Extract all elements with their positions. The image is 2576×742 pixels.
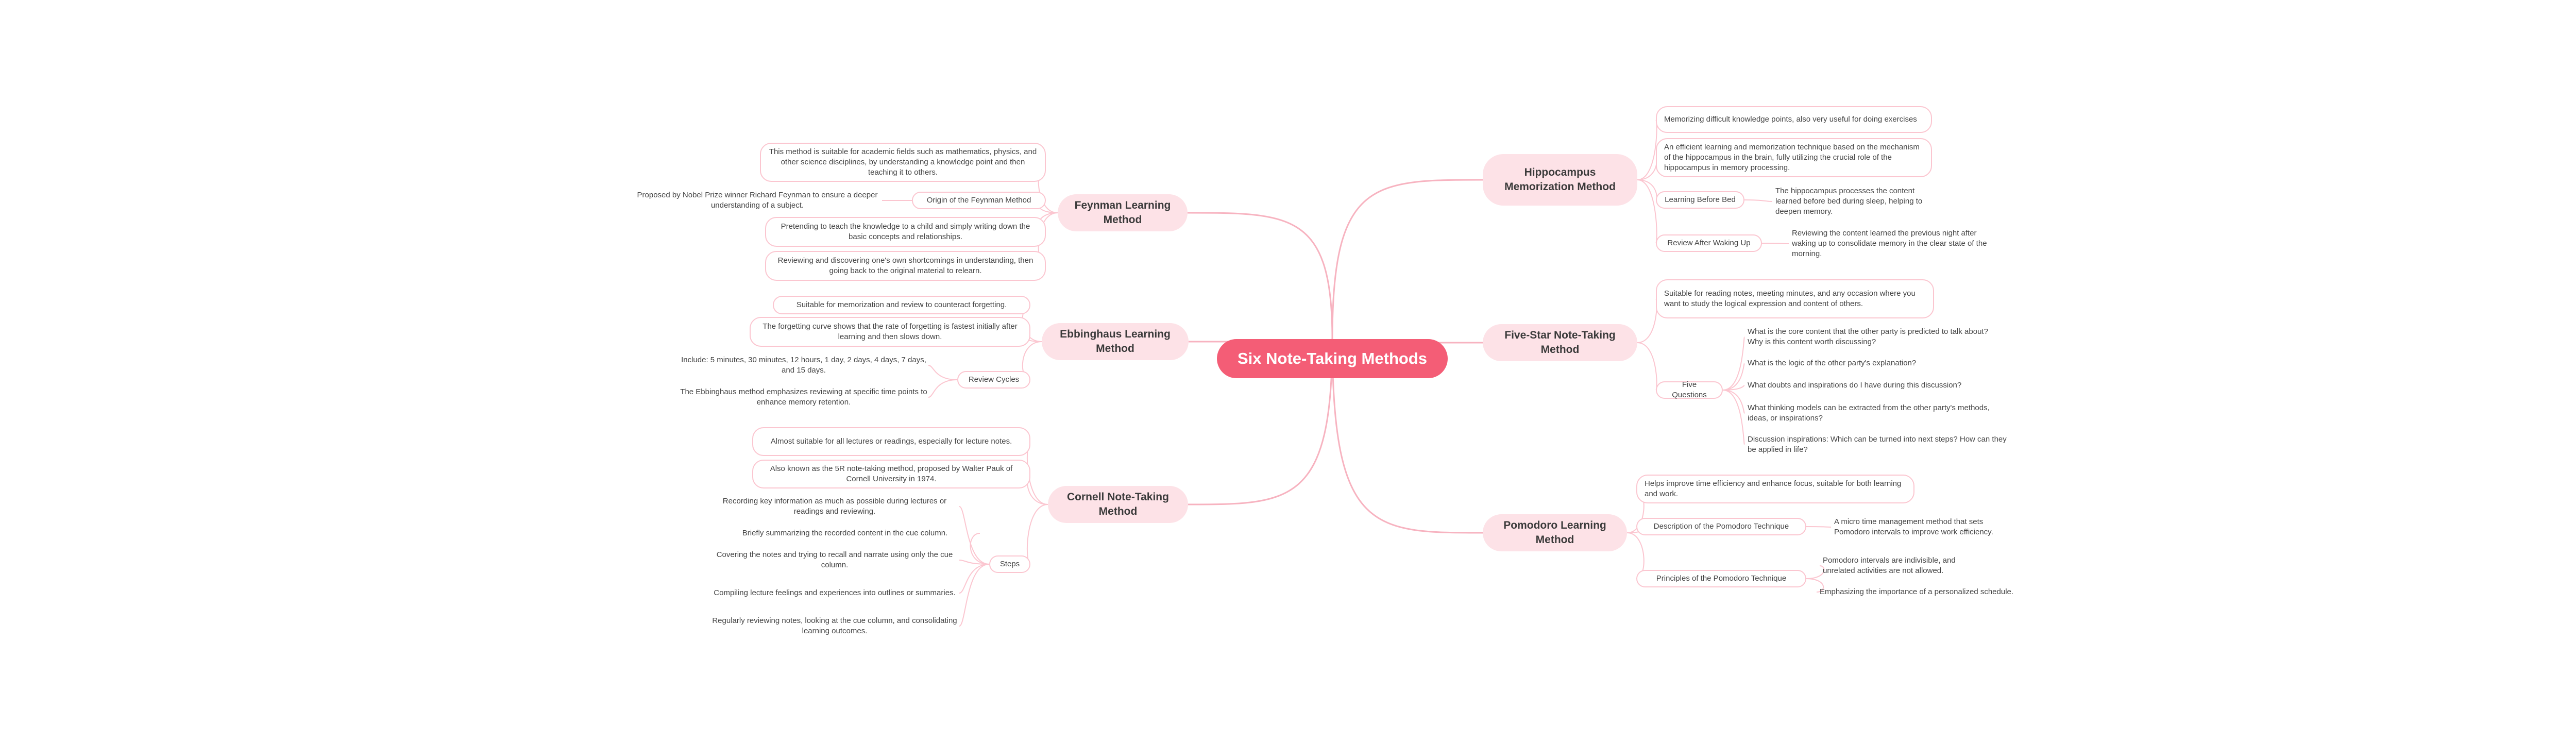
branch-cornell[interactable]: Cornell Note-Taking Method [1048, 486, 1188, 523]
sub-connector [1722, 336, 1745, 391]
sub-connector [1761, 243, 1789, 244]
sub-connector [1806, 565, 1825, 579]
feynman-pretend[interactable]: Pretending to teach the knowledge to a c… [765, 217, 1046, 247]
ebbinghaus-suitable[interactable]: Suitable for memorization and review to … [773, 296, 1030, 314]
fivestar-question[interactable]: What thinking models can be extracted fr… [1748, 403, 1990, 423]
pomodoro-principle[interactable]: Pomodoro intervals are indivisible, and … [1823, 556, 1956, 575]
cornell-suitable[interactable]: Almost suitable for all lectures or read… [752, 427, 1030, 456]
cornell-step[interactable]: Compiling lecture feelings and experienc… [714, 588, 956, 598]
branch-pomodoro[interactable]: Pomodoro Learning Method [1483, 514, 1627, 551]
hippocampus-before-bed-label[interactable]: Learning Before Bed [1656, 191, 1744, 209]
hippocampus-after-waking-label[interactable]: Review After Waking Up [1656, 234, 1762, 252]
sub-connector [1637, 179, 1657, 244]
ebbinghaus-cycles-label[interactable]: Review Cycles [957, 371, 1030, 389]
pomodoro-description-detail[interactable]: A micro time management method that sets… [1834, 517, 1993, 536]
hippocampus-before-bed-detail[interactable]: The hippocampus processes the content le… [1775, 187, 1923, 216]
fivestar-suitable[interactable]: Suitable for reading notes, meeting minu… [1656, 279, 1934, 318]
sub-connector [928, 365, 958, 380]
sub-connector [1806, 578, 1824, 593]
hippocampus-memorizing[interactable]: Memorizing difficult knowledge points, a… [1656, 106, 1932, 133]
main-connector [1188, 339, 1333, 505]
sub-connector [1637, 157, 1657, 180]
sub-connector [1637, 179, 1657, 200]
branch-feynman[interactable]: Feynman Learning Method [1058, 194, 1188, 231]
pomodoro-principle[interactable]: Emphasizing the importance of a personal… [1820, 587, 2014, 597]
feynman-origin-detail[interactable]: Proposed by Nobel Prize winner Richard F… [637, 191, 878, 210]
cornell-step[interactable]: Covering the notes and trying to recall … [716, 550, 953, 569]
ebbinghaus-cycles-include[interactable]: Include: 5 minutes, 30 minutes, 12 hours… [681, 356, 926, 375]
sub-connector [970, 533, 990, 565]
ebbinghaus-curve[interactable]: The forgetting curve shows that the rate… [750, 317, 1030, 347]
sub-connector [959, 560, 990, 565]
feynman-suitable[interactable]: This method is suitable for academic fie… [760, 143, 1046, 182]
hippocampus-efficient[interactable]: An efficient learning and memorization t… [1656, 138, 1932, 177]
sub-connector [1637, 342, 1657, 391]
fivestar-question[interactable]: Discussion inspirations: Which can be tu… [1748, 435, 2007, 454]
feynman-origin-label[interactable]: Origin of the Feynman Method [912, 192, 1046, 209]
pomodoro-principles-label[interactable]: Principles of the Pomodoro Technique [1636, 570, 1806, 587]
branch-ebbinghaus[interactable]: Ebbinghaus Learning Method [1042, 323, 1189, 360]
sub-connector [1722, 390, 1745, 414]
fivestar-question[interactable]: What doubts and inspirations do I have d… [1748, 381, 1962, 390]
sub-connector [928, 379, 958, 398]
fivestar-question[interactable]: What is the core content that the other … [1748, 327, 1988, 346]
cornell-step[interactable]: Briefly summarizing the recorded content… [742, 529, 948, 538]
cornell-aka[interactable]: Also known as the 5R note-taking method,… [752, 460, 1030, 488]
main-connector [1331, 179, 1483, 340]
branch-fivestar[interactable]: Five-Star Note-Taking Method [1483, 324, 1637, 361]
sub-connector [1637, 298, 1657, 343]
sub-connector [959, 506, 990, 565]
sub-connector [1722, 385, 1745, 391]
cornell-step[interactable]: Recording key information as much as pos… [722, 497, 947, 516]
sub-connector [1026, 504, 1048, 565]
sub-connector [959, 564, 990, 594]
sub-connector [1722, 363, 1745, 391]
pomodoro-description-label[interactable]: Description of the Pomodoro Technique [1636, 518, 1806, 535]
root-topic[interactable]: Six Note-Taking Methods [1217, 339, 1448, 378]
main-connector [1187, 212, 1333, 340]
branch-hippocampus[interactable]: Hippocampus Memorization Method [1483, 154, 1637, 206]
ebbinghaus-cycles-emphasis[interactable]: The Ebbinghaus method emphasizes reviewi… [680, 387, 927, 407]
fivestar-questions-label[interactable]: Five Questions [1656, 380, 1723, 399]
feynman-review[interactable]: Reviewing and discovering one's own shor… [765, 251, 1046, 281]
main-connector [1331, 339, 1483, 534]
sub-connector [959, 564, 990, 627]
cornell-step[interactable]: Regularly reviewing notes, looking at th… [712, 616, 957, 635]
sub-connector [1722, 390, 1745, 445]
fivestar-question[interactable]: What is the logic of the other party's e… [1748, 359, 1917, 368]
cornell-steps-label[interactable]: Steps [989, 555, 1030, 573]
sub-connector [1744, 199, 1773, 202]
hippocampus-after-waking-detail[interactable]: Reviewing the content learned the previo… [1792, 229, 1987, 258]
pomodoro-helps[interactable]: Helps improve time efficiency and enhanc… [1636, 475, 1914, 503]
